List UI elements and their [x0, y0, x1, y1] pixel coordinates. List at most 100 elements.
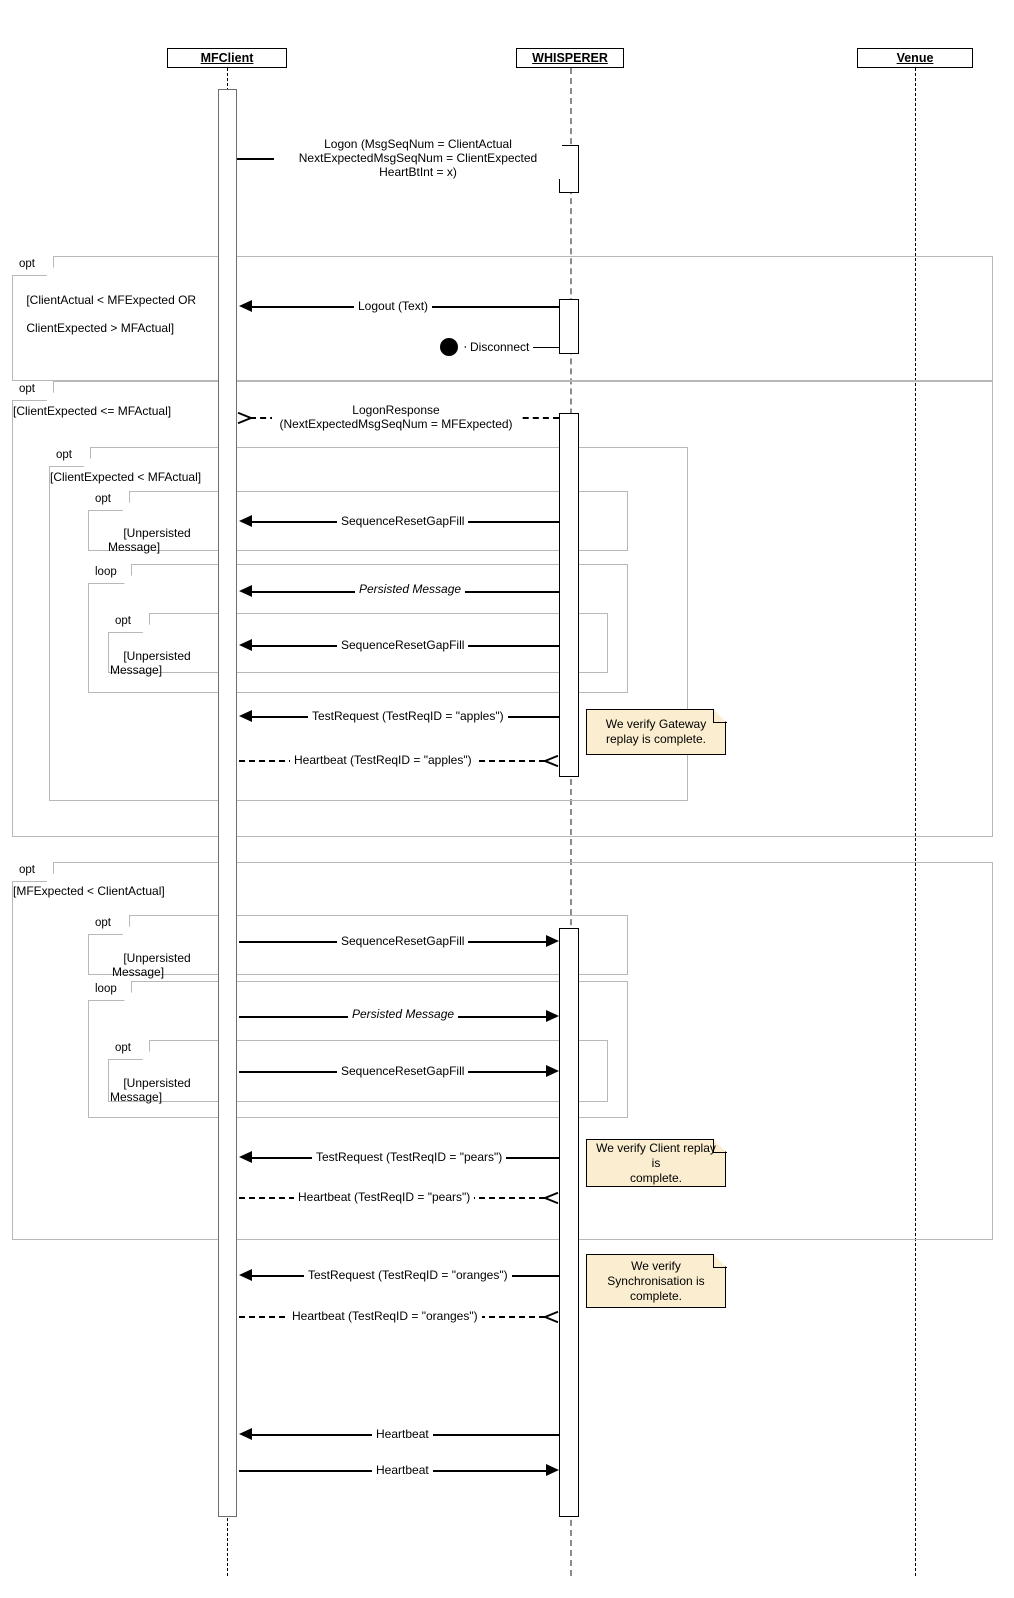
message-label-heartbeat-pears: Heartbeat (TestReqID = "pears") [294, 1190, 475, 1204]
fragment-operator-loop-gateway: loop [88, 564, 132, 584]
fragment-opt-gateway-replay [49, 447, 688, 801]
message-arrow-logout [239, 300, 252, 312]
message-arrow-srgf-2 [239, 639, 252, 651]
participant-label-venue: Venue [896, 51, 934, 65]
guard-line-2: Message] [108, 540, 161, 554]
activation-whisperer-client-replay [559, 928, 579, 1517]
note-fold-icon [713, 1254, 727, 1268]
participant-head-whisperer[interactable]: WHISPERER [516, 48, 624, 68]
message-label-logon-response: LogonResponse (NextExpectedMsgSeqNum = M… [272, 403, 520, 431]
note-client-line-1: We verify Client replay is [596, 1140, 716, 1170]
participant-label-mfclient: MFClient [200, 51, 254, 65]
note-sync-line-3: complete. [629, 1288, 682, 1303]
guard-line-1: [Unpersisted [123, 649, 191, 663]
guard-line-2: Message] [110, 663, 163, 677]
fragment-opt-client-replay [12, 862, 993, 1240]
lifeline-whisperer [570, 68, 572, 1576]
message-label-srgf-4: SequenceResetGapFill [337, 1064, 469, 1078]
fragment-opt-unpersisted-1 [88, 491, 628, 551]
logon-line-3: HeartBtInt = x) [379, 165, 457, 179]
logon-line-2: NextExpectedMsgSeqNum = ClientExpected [298, 151, 538, 165]
message-label-testrequest-pears: TestRequest (TestReqID = "pears") [312, 1150, 507, 1164]
fragment-operator-opt-logout: opt [12, 256, 54, 276]
note-gateway-line-1: We verify Gateway [605, 717, 707, 731]
message-arrow-testrequest-apples [239, 710, 252, 722]
logonresp-line-2: (NextExpectedMsgSeqNum = MFExpected) [279, 417, 513, 431]
message-label-heartbeat-out: Heartbeat [372, 1463, 433, 1477]
fragment-operator-opt-unpersisted-2: opt [108, 613, 150, 633]
guard-line-1: [Unpersisted [123, 1076, 191, 1090]
fragment-operator-opt-unpersisted-3: opt [88, 915, 130, 935]
fragment-operator-opt-unpersisted-1: opt [88, 491, 130, 511]
message-label-heartbeat-oranges: Heartbeat (TestReqID = "oranges") [288, 1309, 482, 1323]
message-label-srgf-3: SequenceResetGapFill [337, 934, 469, 948]
activation-mfclient-main [218, 89, 237, 1517]
message-label-srgf-2: SequenceResetGapFill [337, 638, 469, 652]
message-label-srgf-1: SequenceResetGapFill [337, 514, 469, 528]
terminator-node-disconnect [440, 338, 458, 356]
message-label-heartbeat-apples: Heartbeat (TestReqID = "apples") [290, 753, 476, 767]
message-label-logon: Logon (MsgSeqNum = ClientActual NextExpe… [274, 137, 562, 179]
fragment-opt-unpersisted-3 [88, 915, 628, 975]
logonresp-line-1: LogonResponse [352, 403, 440, 417]
message-arrow-heartbeat-pears [545, 1191, 558, 1203]
note-client-line-2: complete. [629, 1170, 683, 1185]
guard-line-2: Message] [112, 965, 165, 979]
message-arrow-logon-response [238, 411, 251, 423]
activation-whisperer-logout [559, 299, 579, 354]
fragment-operator-loop-client: loop [88, 981, 132, 1001]
message-label-testrequest-oranges: TestRequest (TestReqID = "oranges") [304, 1268, 512, 1282]
fragment-guard-logout: [ClientActual < MFExpected OR ClientExpe… [13, 279, 196, 349]
fragment-guard-logon-response: [ClientExpected <= MFActual] [13, 404, 172, 418]
logon-line-1: Logon (MsgSeqNum = ClientActual [324, 137, 512, 151]
fragment-loop-gateway [88, 564, 628, 693]
participant-head-venue[interactable]: Venue [857, 48, 973, 68]
fragment-operator-opt-gateway-replay: opt [49, 447, 91, 467]
message-arrow-persisted-2 [546, 1010, 559, 1022]
fragment-opt-unpersisted-4 [108, 1040, 608, 1102]
message-arrow-srgf-3 [546, 935, 559, 947]
message-arrow-srgf-1 [239, 515, 252, 527]
message-arrow-heartbeat-out [546, 1464, 559, 1476]
guard-line-1: [Unpersisted [123, 526, 191, 540]
message-arrow-heartbeat-apples [545, 754, 558, 766]
note-fold-icon [713, 1139, 727, 1153]
message-label-logout: Logout (Text) [354, 299, 433, 313]
activation-whisperer-logon [559, 145, 579, 193]
fragment-operator-opt-client-replay: opt [12, 862, 54, 882]
message-arrow-testrequest-pears [239, 1151, 252, 1163]
guard-line-1: [Unpersisted [123, 951, 191, 965]
note-client-replay: We verify Client replay is complete. [586, 1139, 726, 1187]
note-synchronisation: We verify Synchronisation is complete. [586, 1254, 726, 1308]
message-label-testrequest-apples: TestRequest (TestReqID = "apples") [308, 709, 508, 723]
activation-whisperer-replay [559, 413, 579, 777]
fragment-opt-logout [12, 256, 993, 381]
lifeline-venue [915, 68, 916, 1576]
note-fold-icon [713, 709, 727, 723]
message-label-disconnect: Disconnect [466, 340, 534, 354]
fragment-operator-opt-unpersisted-4: opt [108, 1040, 150, 1060]
fragment-loop-client [88, 981, 628, 1118]
note-sync-line-1: We verify [631, 1258, 681, 1273]
message-label-persisted-2: Persisted Message [348, 1007, 459, 1021]
note-sync-line-2: Synchronisation is [607, 1273, 705, 1288]
guard-line-2: Message] [110, 1090, 163, 1104]
fragment-guard-client-replay: [MFExpected < ClientActual] [13, 884, 165, 898]
participant-head-mfclient[interactable]: MFClient [167, 48, 287, 68]
fragment-opt-logon-response [12, 381, 993, 837]
note-gateway-line-2: replay is complete. [605, 732, 707, 746]
guard-line-1: [ClientActual < MFExpected OR [26, 293, 197, 307]
message-arrow-persisted-1 [239, 585, 252, 597]
message-arrow-srgf-4 [546, 1065, 559, 1077]
fragment-opt-unpersisted-2 [108, 613, 608, 673]
message-arrow-testrequest-oranges [239, 1269, 252, 1281]
message-arrow-heartbeat-oranges [545, 1310, 558, 1322]
fragment-guard-gateway-replay: [ClientExpected < MFActual] [50, 470, 202, 484]
message-label-persisted-1: Persisted Message [355, 582, 466, 596]
participant-label-whisperer: WHISPERER [532, 51, 608, 65]
